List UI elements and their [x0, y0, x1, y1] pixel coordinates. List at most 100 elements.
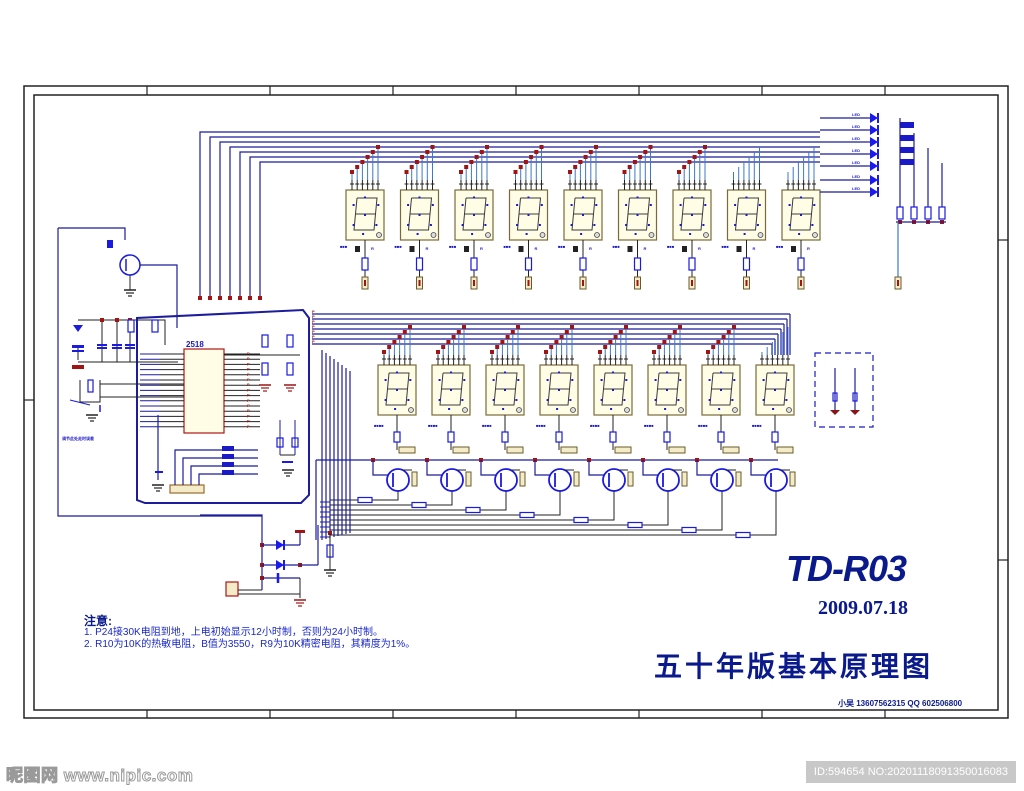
decimal-point [678, 407, 684, 413]
junction-dot [510, 330, 515, 334]
junction-dot [451, 335, 456, 339]
power-diode [276, 540, 284, 550]
segment-node [580, 233, 583, 235]
component-label: ■■■■ [536, 423, 546, 428]
key-wire [174, 449, 258, 485]
junction-dot [382, 350, 386, 354]
junction-dot [554, 340, 559, 344]
junction-dot [474, 155, 479, 159]
driver-wire [750, 460, 766, 476]
component-label: ■■■■ [644, 423, 654, 428]
transistor-driver-row [315, 350, 796, 540]
junction-dot [692, 155, 697, 159]
component-label: ■■■ [558, 244, 566, 249]
segment-node [409, 379, 412, 381]
junction-dot [218, 296, 222, 300]
top-digit [508, 180, 549, 241]
segment-node [612, 389, 614, 391]
segment-node [492, 379, 495, 381]
junction-dot [500, 340, 505, 344]
led-diode [870, 113, 878, 123]
led-label-block [900, 159, 914, 165]
junction-dot [598, 350, 602, 354]
driver-transistor [440, 468, 464, 492]
junction-dot [490, 350, 494, 354]
decimal-point [516, 407, 522, 413]
pullup-resistor [261, 362, 269, 376]
decimal-point [376, 232, 382, 238]
segment-node [429, 224, 432, 226]
component-label: P [247, 356, 250, 361]
driver-connector [519, 471, 526, 487]
segment-node [743, 233, 746, 235]
junction-dot [365, 155, 370, 159]
driver-wire [534, 460, 550, 476]
segment-node [502, 408, 505, 410]
segment-node [362, 233, 365, 235]
junction-dot [392, 340, 397, 344]
led-resistor [896, 206, 904, 220]
bus-line [229, 146, 820, 300]
segment-node [396, 389, 398, 391]
buzzer-transistor [119, 254, 141, 276]
digit-segments [353, 197, 378, 231]
segment-node [762, 379, 765, 381]
component-label: R [753, 246, 756, 251]
label-mark [791, 246, 796, 252]
segment-node [394, 408, 397, 410]
junction-dot [469, 160, 474, 164]
junction-dot [703, 145, 707, 149]
key-header [169, 484, 205, 494]
mcu-chip-label: 2518 [186, 340, 204, 349]
segment-node [636, 214, 639, 216]
led-diode [870, 125, 878, 135]
led-diode [870, 137, 878, 147]
junction-dot [436, 350, 440, 354]
led-resistor [910, 206, 918, 220]
junction-dot [464, 165, 469, 169]
push-button [291, 437, 299, 448]
junction-dot [430, 145, 435, 149]
digit-connector [668, 446, 686, 454]
driver-transistor [602, 468, 626, 492]
segment-node [558, 371, 560, 374]
led-resistor [924, 206, 932, 220]
vcc-symbol [295, 530, 305, 533]
junction-dot [350, 170, 354, 174]
segment-node [595, 204, 598, 206]
label-mark [682, 246, 687, 252]
label-mark [409, 246, 415, 252]
segment-node [418, 196, 421, 199]
outer-loop-wire [57, 228, 262, 517]
key-label-block [222, 454, 234, 459]
component-label: ■■■ [340, 244, 348, 249]
segment-node [636, 196, 639, 199]
component-label: P [312, 324, 315, 329]
junction-dot [678, 325, 682, 329]
speaker-wire [58, 227, 126, 240]
decimal-point [757, 232, 764, 238]
segment-node [416, 233, 419, 235]
junction-dot [408, 325, 412, 329]
decimal-point [430, 232, 437, 238]
digit-resistor [447, 431, 455, 443]
label-mark [355, 246, 360, 252]
driver-wire [696, 460, 712, 476]
pullup-resistor [261, 334, 269, 348]
key-label-block [222, 462, 234, 467]
led-diode [870, 187, 878, 197]
digit-resistor [717, 431, 725, 443]
watermark-site[interactable]: 昵图网 www.nipic.com [5, 766, 194, 786]
segment-node [527, 214, 530, 216]
segment-node [569, 399, 572, 401]
junction-dot [657, 345, 662, 349]
component-label: ■■■ [504, 244, 512, 249]
top-digit [726, 180, 767, 241]
component-label: R [589, 246, 592, 251]
key-label-block [222, 470, 234, 475]
segment-node [504, 371, 506, 374]
digit-segments [763, 372, 788, 406]
component-label: LED [852, 160, 860, 165]
junction-dot [425, 150, 430, 154]
junction-dot [643, 150, 648, 154]
